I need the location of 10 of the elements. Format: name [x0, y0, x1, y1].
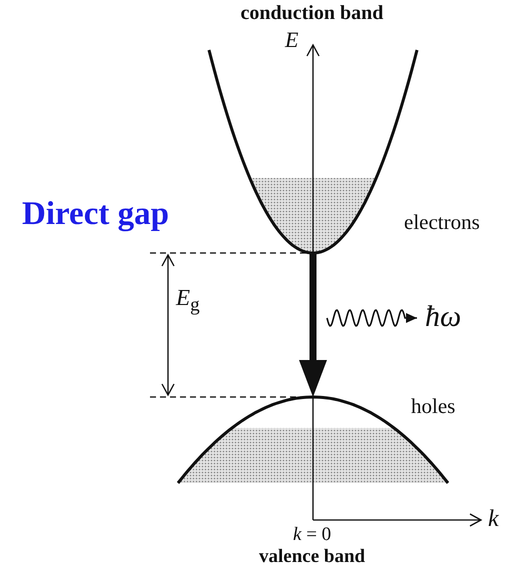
- band-label: valence band: [259, 547, 366, 566]
- axis-value-label: k = 0: [293, 525, 332, 544]
- gap-label: E$_{g}$: [176, 286, 200, 315]
- axis-label: E: [285, 29, 298, 51]
- title: Direct gap: [22, 198, 169, 231]
- axis-label: k: [488, 507, 499, 531]
- photon-label: ħω: [425, 302, 462, 332]
- region-label: electrons: [404, 212, 480, 233]
- region-label: holes: [411, 396, 456, 417]
- band-label: conduction band: [240, 3, 384, 23]
